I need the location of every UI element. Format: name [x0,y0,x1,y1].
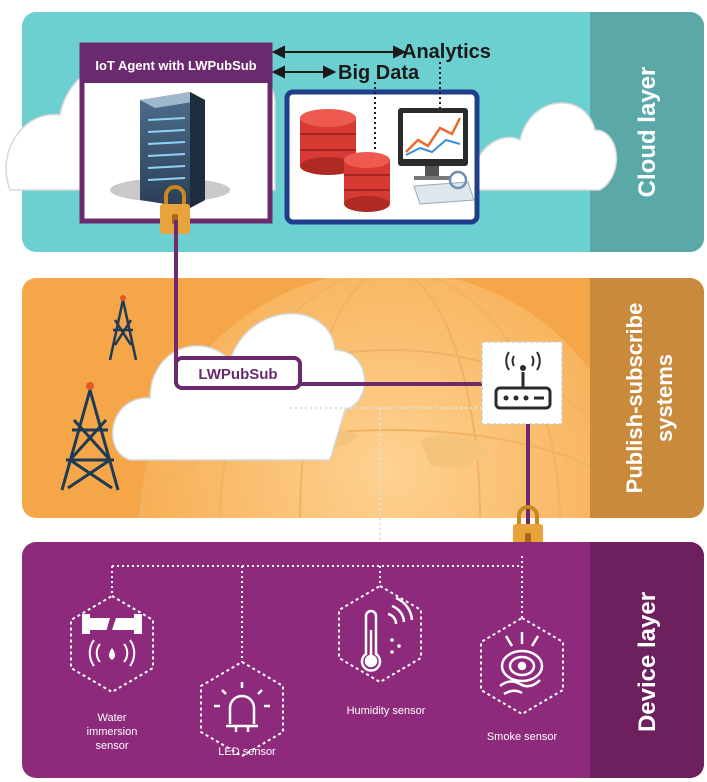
analytics-arrow [271,45,407,59]
analytics-monitor-icon [398,108,475,205]
iot-agent-title: IoT Agent with LWPubSub [95,58,256,73]
database-icon [344,152,390,212]
smoke-sensor: Smoke sensor [480,616,564,743]
big-data-label: Big Data [338,62,420,84]
transmission-tower-icon [60,382,120,491]
led-icon [214,682,270,732]
device-distribution-links [111,556,523,662]
led-sensor-label: LED sensor [218,746,276,758]
pubsub-layer-label-line1: Publish-subscribe [622,303,647,494]
lwpubsub-badge: LWPubSub [174,356,302,390]
water-sensor-label-line2: immersion [87,726,138,738]
analytics-label: Analytics [402,41,491,63]
lwpubsub-badge-label: LWPubSub [198,366,277,383]
humidity-sensor-label: Humidity sensor [347,705,426,717]
big-data-arrow [271,65,337,79]
led-sensor: LED sensor [200,660,284,758]
router-icon [481,341,563,425]
cloud-layer-label: Cloud layer [634,67,661,198]
water-sensor-label-line1: Water [98,712,127,724]
smoke-detector-icon [499,632,544,696]
smoke-sensor-label: Smoke sensor [487,731,558,743]
thermometer-icon [360,596,414,672]
water-immersion-sensor: Water immersion sensor [70,594,154,752]
transmission-tower-icon [108,295,138,361]
server-tower-icon [110,92,230,208]
humidity-sensor: Humidity sensor [338,584,426,717]
water-pipe-icon [82,614,142,667]
water-sensor-label-line3: sensor [95,740,128,752]
pubsub-layer-label-line2: systems [652,354,677,442]
iot-agent-panel: IoT Agent with LWPubSub [79,42,273,224]
router-wireless-links [290,407,482,562]
cloud-shape-right [469,102,617,191]
big-data-panel [284,62,480,225]
database-icon [300,109,356,175]
device-layer-label: Device layer [634,592,661,732]
